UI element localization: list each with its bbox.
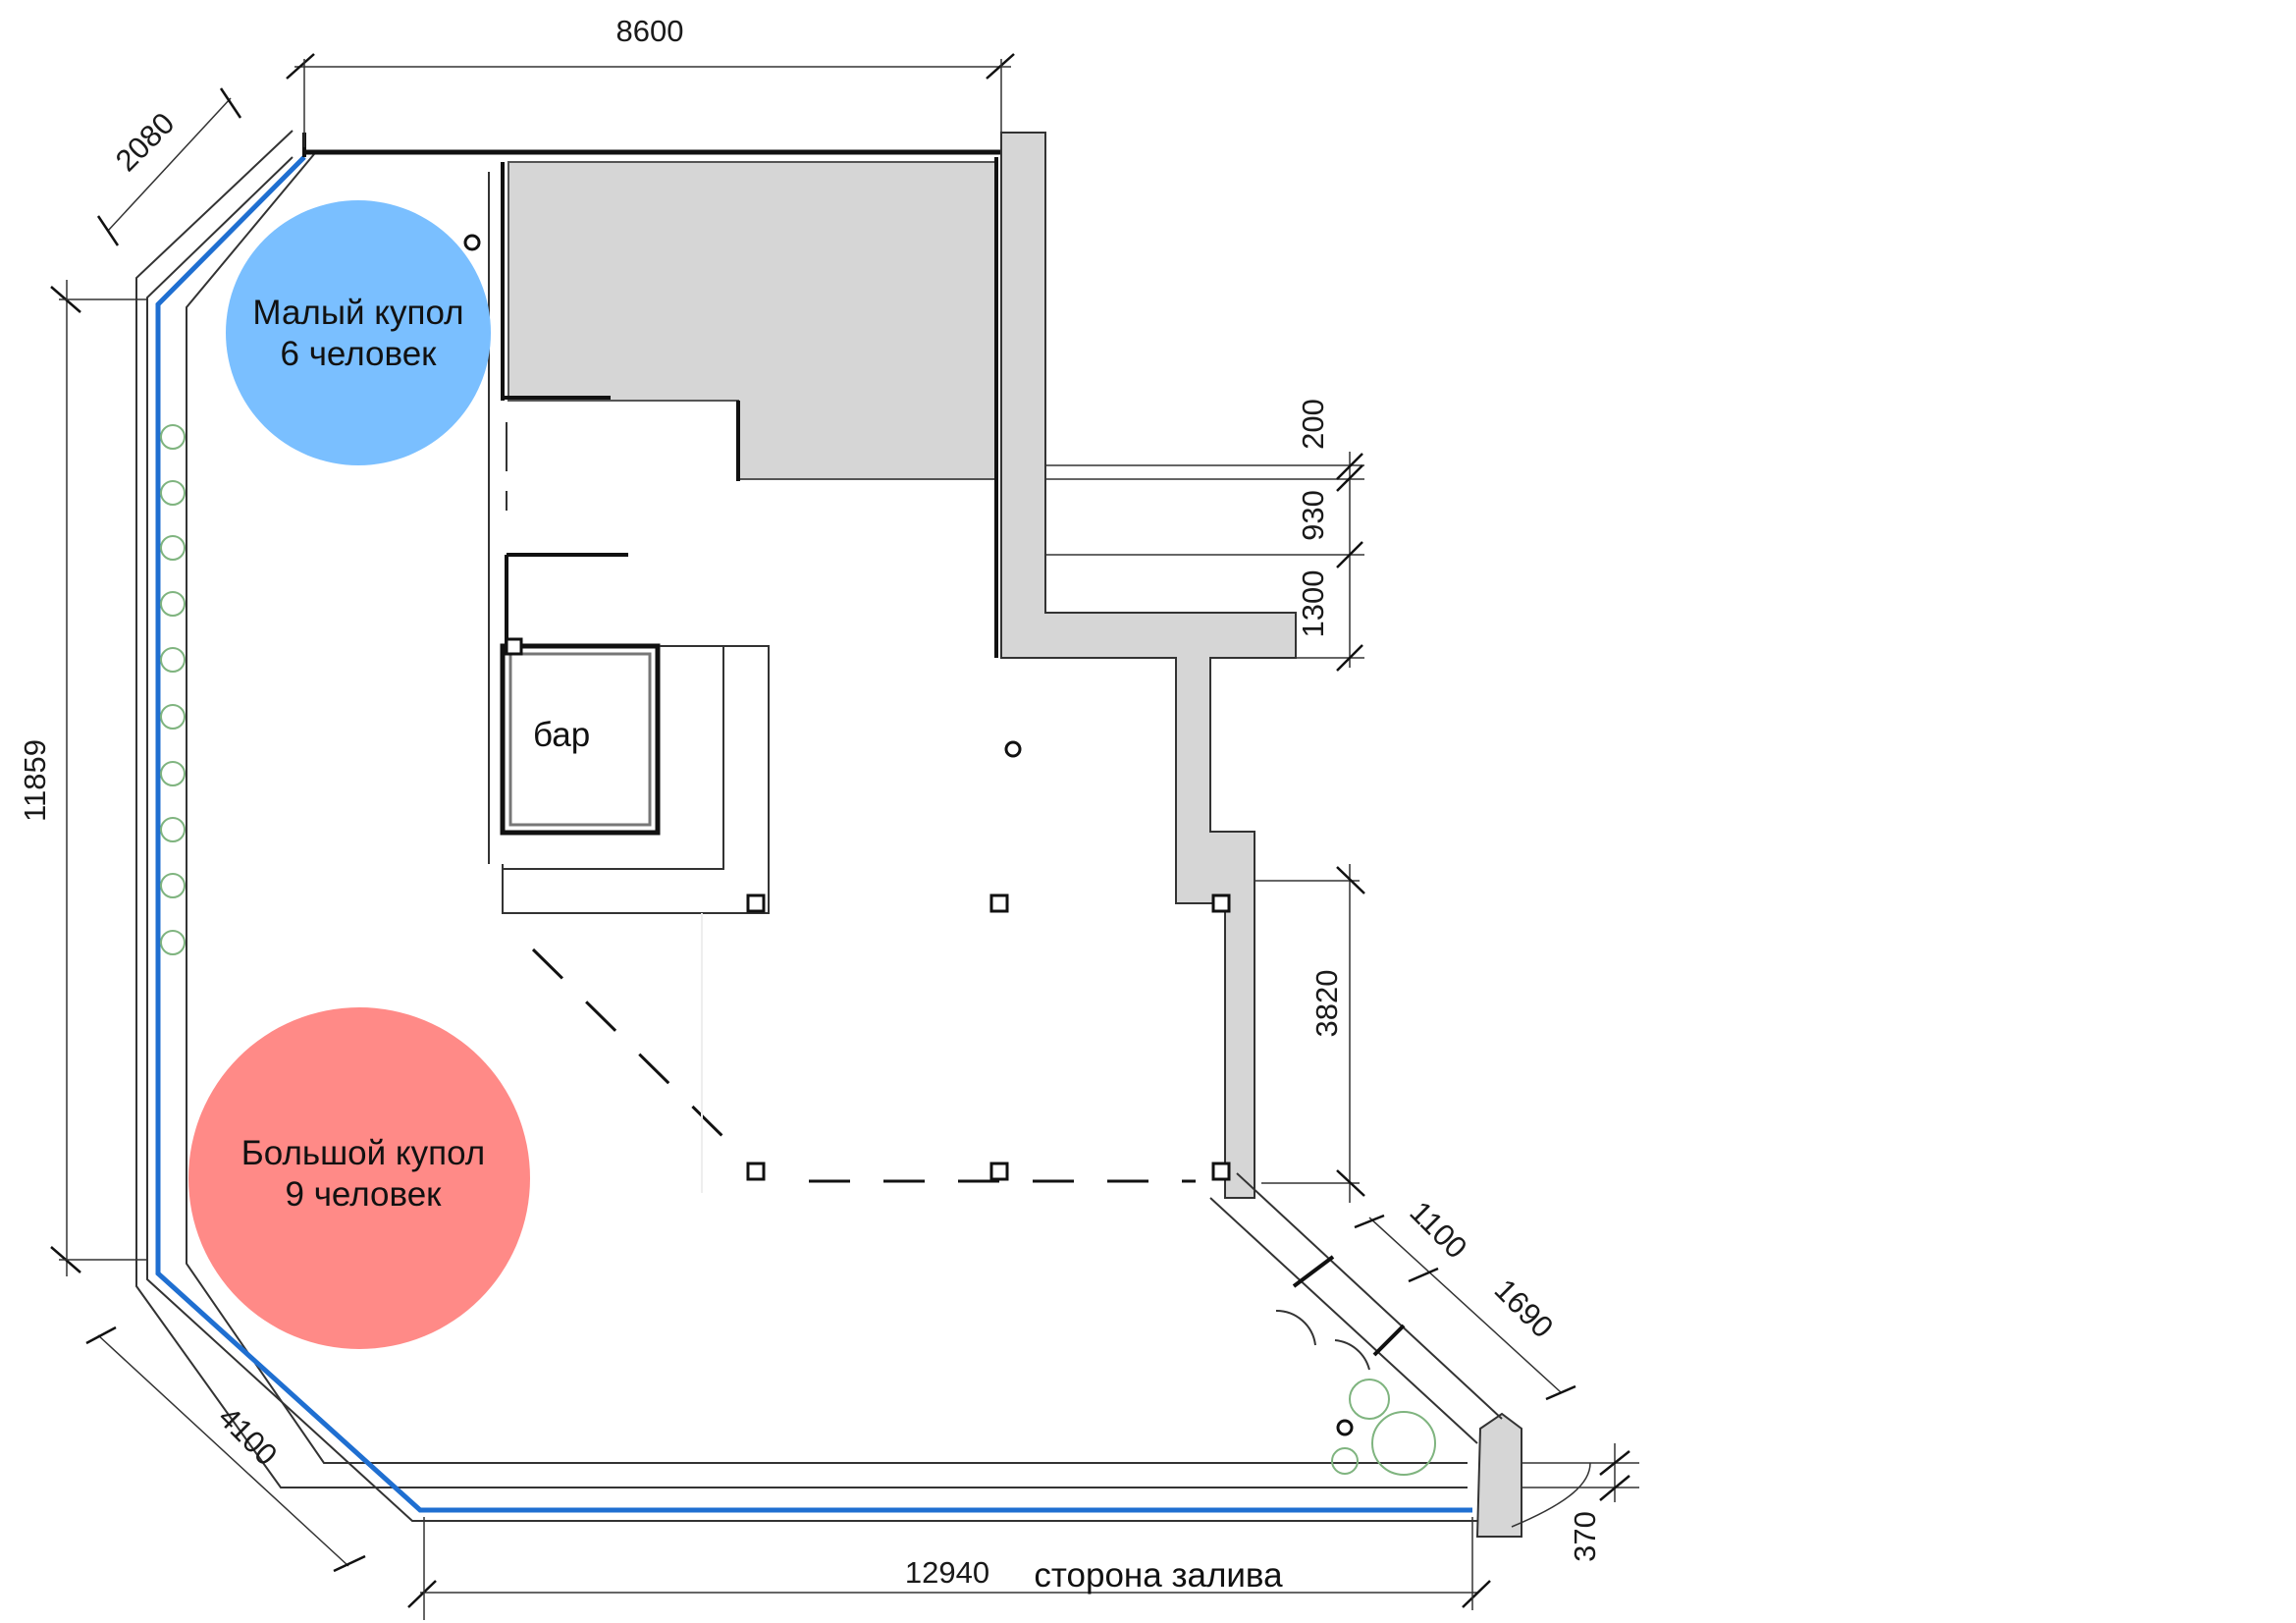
outer-perimeter bbox=[135, 130, 1482, 1522]
dim-left-height: 11859 bbox=[18, 739, 52, 822]
dim-bottom-right: 370 bbox=[1568, 1511, 1602, 1562]
column bbox=[746, 1162, 766, 1181]
column bbox=[1004, 740, 1022, 758]
dim-corner-top-left: 2080 bbox=[109, 106, 182, 179]
entrance bbox=[1209, 1172, 1503, 1444]
dim-entrance-1: 1100 bbox=[1403, 1195, 1473, 1266]
plant-icon bbox=[1371, 1411, 1436, 1476]
top-wall bbox=[302, 133, 1001, 157]
bar-counter: бар bbox=[500, 637, 770, 914]
small-dome-title: Малый купол bbox=[252, 294, 463, 332]
small-dome-circle bbox=[226, 200, 491, 465]
large-dome-circle bbox=[188, 1007, 530, 1349]
large-dome-title: Большой купол bbox=[241, 1134, 485, 1172]
dimension-lines bbox=[50, 53, 1639, 1620]
dim-corner-bottom-left: 4100 bbox=[212, 1400, 285, 1473]
bay-side-label: сторона залива bbox=[1034, 1556, 1283, 1595]
small-dome-zone[interactable]: Малый купол 6 человек bbox=[226, 200, 491, 465]
column bbox=[989, 1162, 1009, 1181]
column bbox=[746, 893, 766, 913]
large-dome-zone[interactable]: Большой купол 9 человек bbox=[188, 1007, 530, 1349]
column bbox=[1336, 1419, 1354, 1436]
right-wall bbox=[1000, 132, 1522, 1538]
column bbox=[1211, 1162, 1231, 1181]
dim-entrance-2: 1690 bbox=[1488, 1272, 1561, 1345]
column bbox=[463, 234, 481, 251]
service-block bbox=[501, 157, 998, 658]
small-dome-capacity: 6 человек bbox=[281, 335, 438, 373]
columns bbox=[463, 234, 1354, 1436]
dim-right-step-3: 1300 bbox=[1296, 570, 1330, 638]
column bbox=[1211, 893, 1231, 913]
bar-label: бар bbox=[533, 716, 590, 754]
dim-bottom-width: 12940 bbox=[905, 1555, 989, 1590]
glazing-line bbox=[155, 155, 1472, 1513]
large-dome-capacity: 9 человек bbox=[286, 1175, 443, 1214]
terrace-boundary bbox=[531, 913, 1196, 1193]
dim-top-width: 8600 bbox=[616, 14, 684, 48]
column bbox=[989, 893, 1009, 913]
planter-row bbox=[160, 424, 186, 955]
plant-icon bbox=[1349, 1379, 1390, 1420]
dim-right-lower: 3820 bbox=[1309, 970, 1344, 1038]
plants bbox=[160, 424, 1436, 1476]
dim-right-step-2: 930 bbox=[1296, 490, 1330, 541]
dim-right-step-1: 200 bbox=[1296, 399, 1330, 450]
interior-partitions bbox=[488, 172, 628, 864]
plant-icon bbox=[1331, 1447, 1359, 1475]
